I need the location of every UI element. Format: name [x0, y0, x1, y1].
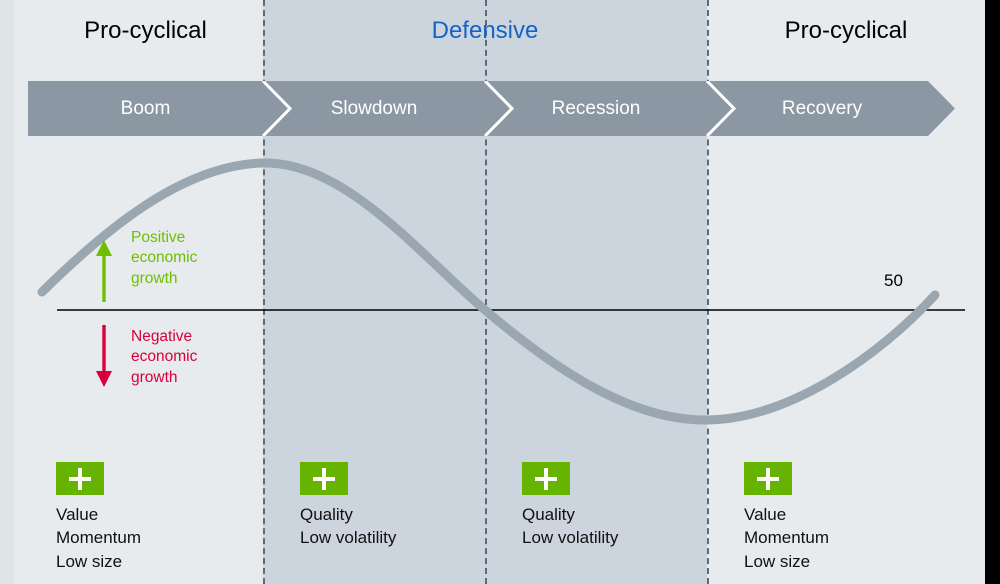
plus-icon: [522, 462, 570, 495]
factor-list-recession: Quality Low volatility: [522, 505, 619, 548]
factor-block-slowdown: Quality Low volatility: [300, 462, 396, 550]
negative-growth-label: Negative economic growth: [131, 328, 198, 386]
left-edge-strip: [0, 0, 14, 584]
factor-block-recession: Quality Low volatility: [522, 462, 618, 550]
baseline-value-label: 50: [884, 271, 903, 290]
chevron-separator-3: [705, 81, 737, 136]
down-arrow-icon: [96, 325, 112, 387]
plus-icon: [300, 462, 348, 495]
factor-block-boom: Value Momentum Low size: [56, 462, 141, 573]
chevron-separator-1: [261, 81, 293, 136]
business-cycle-arrow-bar: [28, 81, 955, 136]
regime-label-pro-cyclical-right: Pro-cyclical: [784, 17, 908, 44]
chevron-separator-2: [483, 81, 515, 136]
regime-label-pro-cyclical-left: Pro-cyclical: [84, 17, 207, 44]
regime-label-defensive: Defensive: [431, 17, 539, 44]
positive-growth-label: Positive economic growth: [131, 229, 198, 287]
factor-block-recovery: Value Momentum Low size: [744, 462, 829, 573]
factor-list-boom: Value Momentum Low size: [56, 505, 142, 571]
cycle-bar-shape: [28, 81, 955, 136]
plus-icon: [56, 462, 104, 495]
plus-icon: [744, 462, 792, 495]
up-arrow-icon: [96, 240, 112, 302]
factor-list-slowdown: Quality Low volatility: [300, 505, 397, 548]
factor-list-recovery: Value Momentum Low size: [744, 505, 830, 571]
